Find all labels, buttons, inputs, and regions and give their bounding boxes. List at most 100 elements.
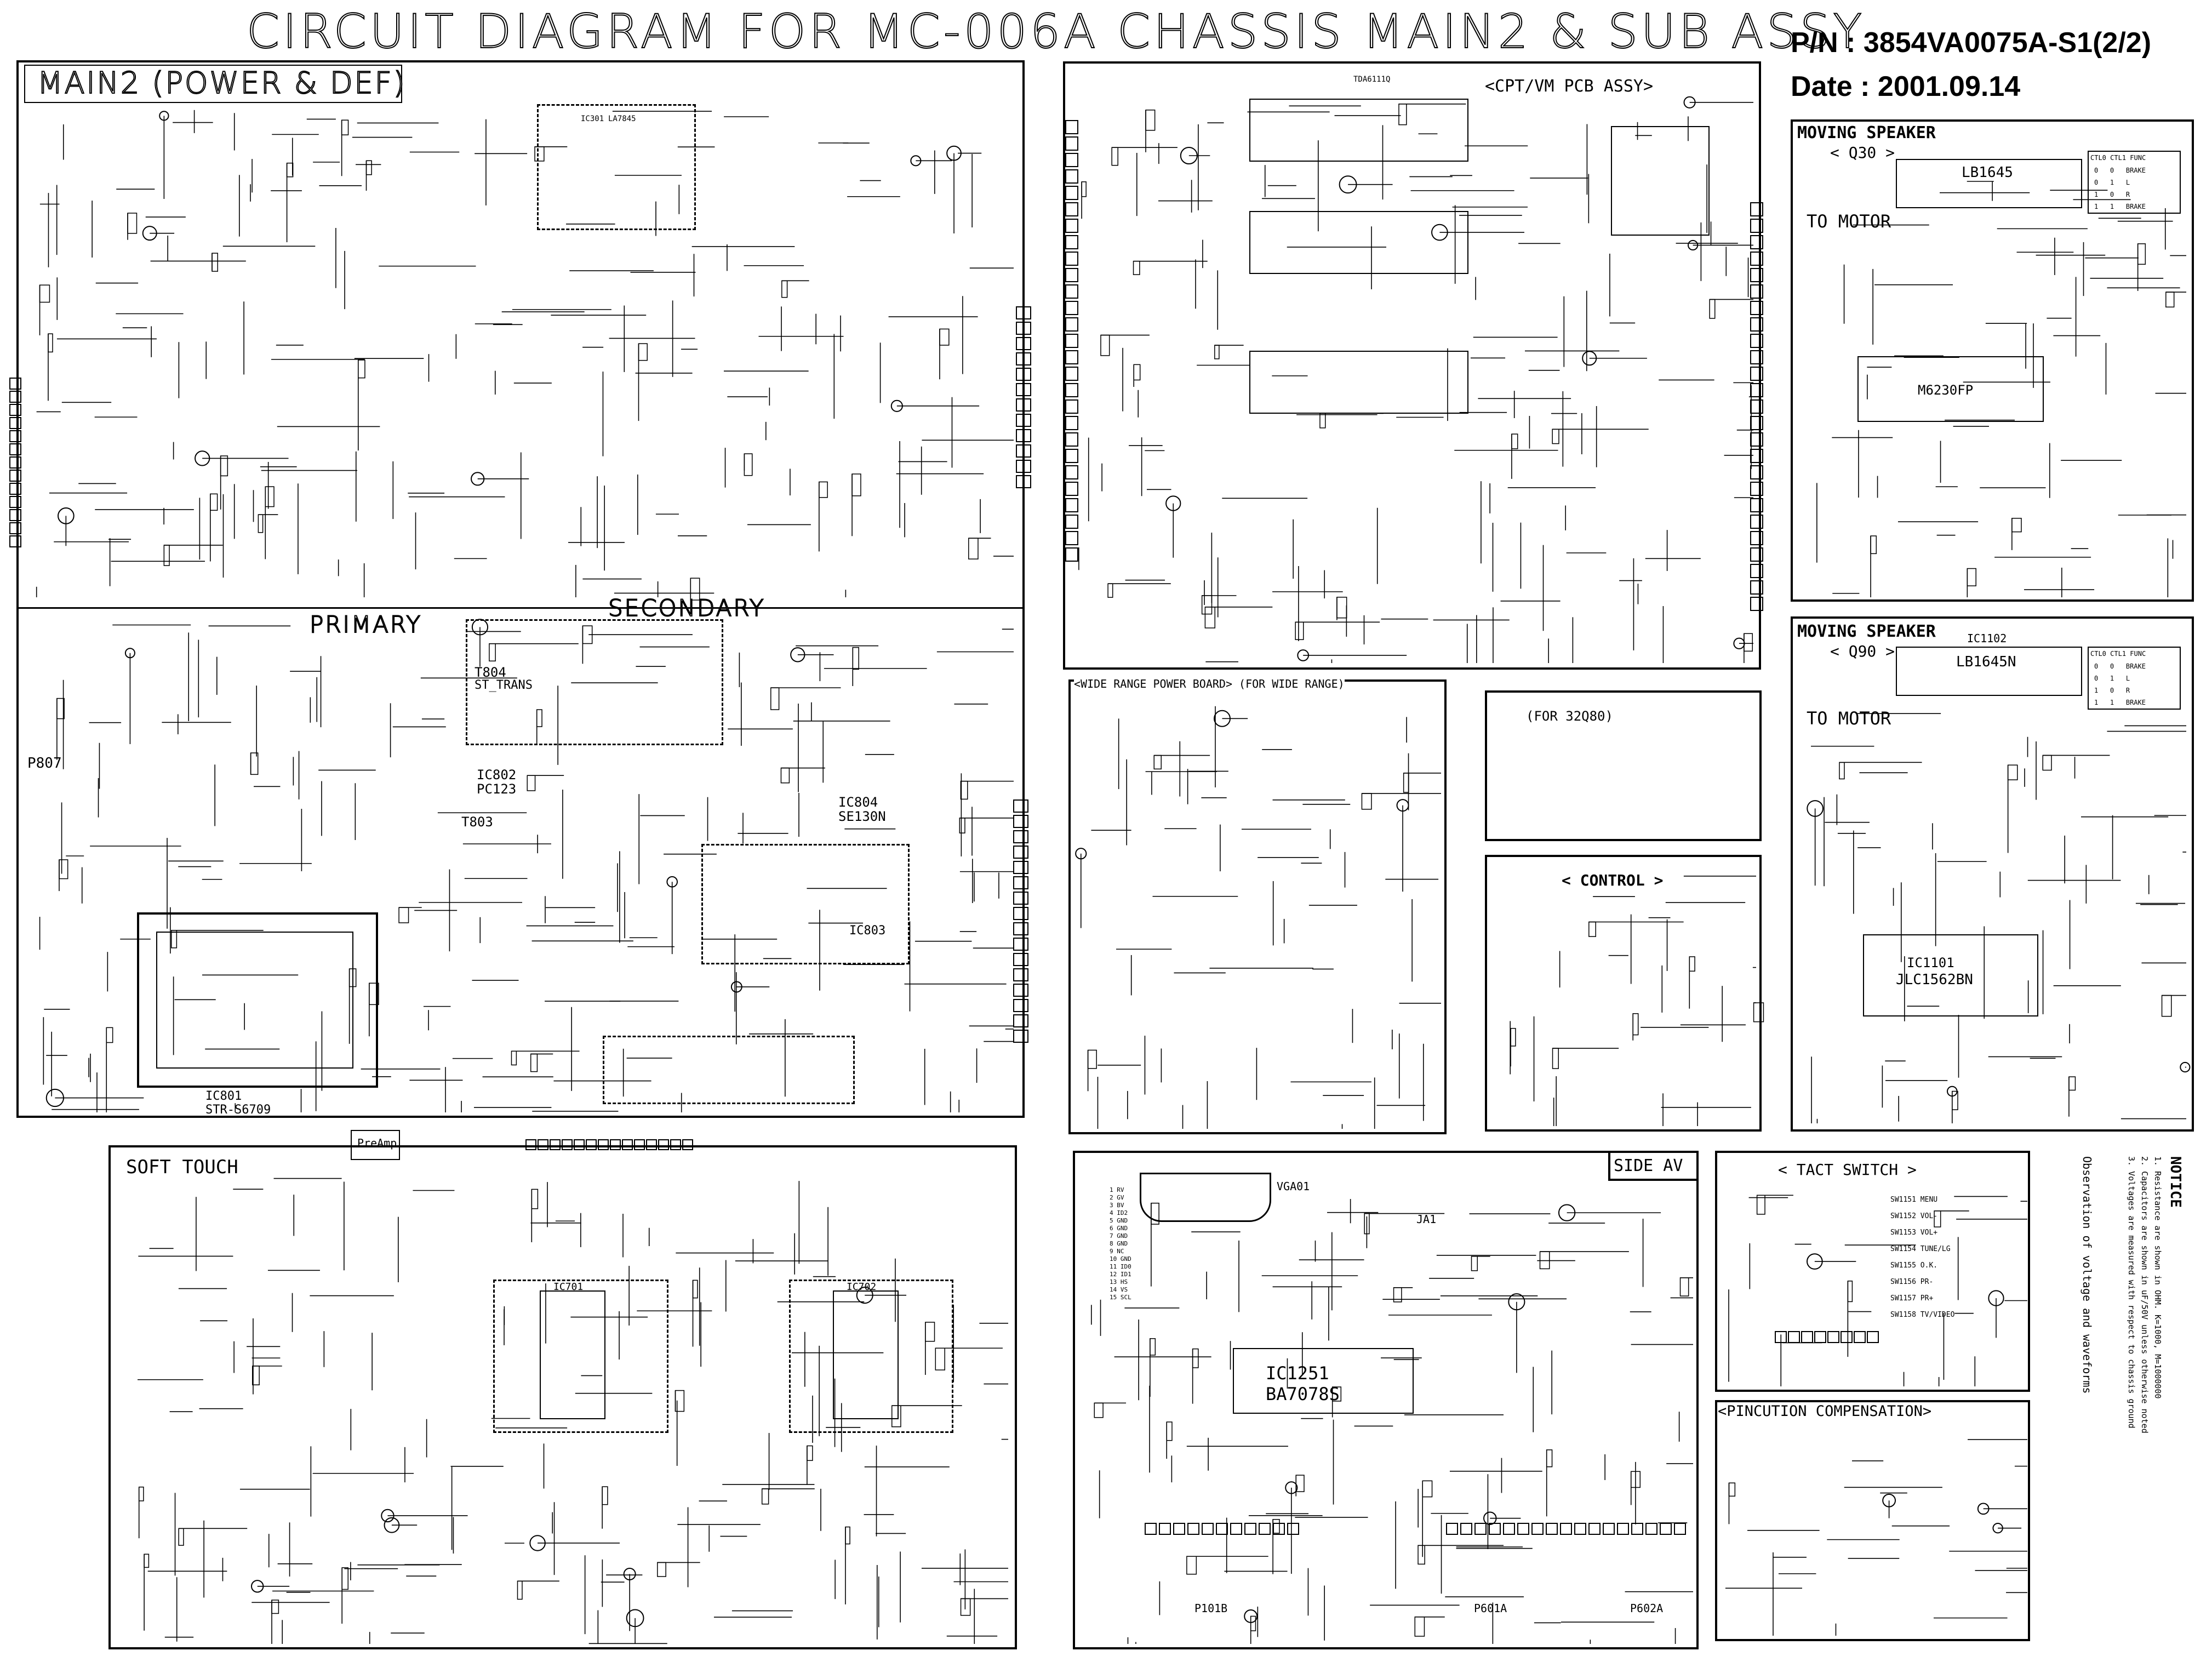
ja1-label: JA1 <box>1416 1213 1437 1226</box>
to-motor-q90: TO MOTOR <box>1807 708 1891 729</box>
main2-label-box <box>24 65 402 103</box>
moving-speaker-q90-section <box>1791 616 2194 1132</box>
m6230fp-label: M6230FP <box>1918 382 1974 398</box>
cpt-vm-pcb-section <box>1063 61 1761 670</box>
side-av-label-box <box>1608 1151 1699 1181</box>
vga-connector <box>1140 1173 1271 1222</box>
jlc1562bn-chip <box>1863 934 2038 1016</box>
moving-speaker-q90-title: MOVING SPEAKER <box>1797 622 1936 641</box>
p601a-label: P601A <box>1474 1602 1507 1615</box>
ba7078s-chip <box>1233 1348 1414 1414</box>
primary-label: PRIMARY <box>309 610 422 638</box>
for-32q80-section <box>1485 690 1762 841</box>
wide-range-label: <WIDE RANGE POWER BOARD> (FOR WIDE RANGE… <box>1074 677 1345 690</box>
wide-range-option-box <box>603 1036 855 1104</box>
tt-q90-row-2: 0 1 L <box>2094 675 2130 682</box>
wide-range-power-section <box>1068 679 1447 1134</box>
secondary-option-box <box>466 619 723 745</box>
tact-switch-section <box>1715 1151 2030 1392</box>
ic802-label: IC802 <box>477 767 517 783</box>
control-label: < CONTROL > <box>1562 871 1664 889</box>
side-av-section <box>1073 1151 1699 1649</box>
moving-speaker-q90-sub: < Q90 > <box>1830 642 1895 660</box>
jlc1562bn-label: JLC1562BN <box>1896 972 1973 988</box>
ic702-chip <box>833 1290 899 1419</box>
main2-power-def-section <box>16 60 1025 1118</box>
ic801-label: IC801 <box>205 1089 242 1103</box>
pincushion-label: <PINCUTION COMPENSATION> <box>1718 1403 1932 1420</box>
lb1645-chip <box>1896 159 2082 208</box>
ic301-dash-box <box>537 104 696 230</box>
preamp-box <box>351 1130 400 1160</box>
ic1101-label: IC1101 <box>1907 955 1954 970</box>
notice-line-1: 1. Resistance are shown in OHM. K=1000, … <box>2153 1156 2163 1399</box>
cpt-vm-label: <CPT/VM PCB ASSY> <box>1485 77 1654 96</box>
ic804-label: IC804 <box>838 795 878 810</box>
t804-label: T804 <box>475 665 506 680</box>
tt-q30-row-1: 0 0 BRAKE <box>2094 167 2146 174</box>
control-section <box>1485 855 1762 1132</box>
soft-touch-dash-2 <box>789 1280 953 1433</box>
ba7078s-label: BA7078S <box>1266 1384 1340 1404</box>
tact-switch-label: < TACT SWITCH > <box>1778 1161 1917 1179</box>
notice-title: NOTICE <box>2167 1156 2184 1208</box>
pincushion-section <box>1715 1400 2030 1641</box>
main2-divider <box>16 607 1025 609</box>
tt-q30-row-3: 1 0 R <box>2094 191 2130 198</box>
ic1251-label: IC1251 <box>1266 1363 1329 1384</box>
soft-touch-section <box>108 1145 1017 1649</box>
secondary-label: SECONDARY <box>608 594 765 622</box>
tt-q30-header: CTL0 CTL1 FUNC <box>2090 154 2146 162</box>
truth-table-q90 <box>2088 647 2181 710</box>
tda6111q-chip-3 <box>1249 351 1468 414</box>
truth-table-q30 <box>2088 151 2181 214</box>
vga01-label: VGA01 <box>1277 1180 1310 1193</box>
notice-block: NOTICE 1. Resistance are shown in OHM. K… <box>2047 1156 2184 1638</box>
tda6111q-chip-1 <box>1249 99 1468 162</box>
tt-q90-header: CTL0 CTL1 FUNC <box>2090 650 2146 658</box>
diagram-title: CIRCUIT DIAGRAM FOR MC-006A CHASSIS MAIN… <box>246 4 1866 60</box>
main2-section-label: MAIN2 (POWER & DEF) <box>37 65 407 101</box>
notice-line-2: 2. Capacitors are shown in uF/50V unless… <box>2140 1156 2150 1433</box>
ic801-part: STR-S6709 <box>205 1103 271 1117</box>
ic801-inner <box>156 932 353 1069</box>
notice-line-4: Observation of voltage and waveforms <box>2080 1156 2094 1394</box>
crt-socket <box>1611 126 1710 236</box>
tt-q90-row-3: 1 0 R <box>2094 687 2130 694</box>
part-number: P/N : 3854VA0075A-S1(2/2) <box>1791 27 2152 59</box>
p101b-label: P101B <box>1194 1602 1228 1615</box>
ic1102-label: IC1102 <box>1967 632 2007 645</box>
pc123-label: PC123 <box>477 781 517 797</box>
for-32q80-label: (FOR 32Q80) <box>1526 709 1613 724</box>
tt-q90-row-1: 0 0 BRAKE <box>2094 662 2146 670</box>
m6230fp-chip <box>1857 356 2044 422</box>
notice-line-3: 3. Voltages are measured with respect to… <box>2127 1156 2136 1429</box>
ic803-label: IC803 <box>849 924 886 938</box>
tda6111q-label: TDA6111Q <box>1353 75 1391 84</box>
lb1645-label: LB1645 <box>1962 164 2013 181</box>
ic801-block <box>137 912 378 1088</box>
p602a-label: P602A <box>1630 1602 1664 1615</box>
lb1645n-label: LB1645N <box>1956 654 2016 670</box>
ic701-label: IC701 <box>553 1281 584 1293</box>
lb1645n-chip <box>1896 647 2082 696</box>
tda6111q-chip-2 <box>1249 211 1468 274</box>
to-motor-q30: TO MOTOR <box>1807 211 1891 232</box>
moving-speaker-q30-section <box>1791 119 2194 602</box>
ic701-chip <box>540 1290 605 1419</box>
se130n-label: SE130N <box>838 809 886 824</box>
preamp-label: PreAmp <box>357 1136 397 1150</box>
moving-speaker-q30-sub: < Q30 > <box>1830 144 1895 162</box>
ic804-option-box <box>701 844 910 964</box>
ic702-label: IC702 <box>847 1281 877 1293</box>
soft-touch-dash-1 <box>493 1280 668 1433</box>
ic301-label: IC301 <box>581 115 604 123</box>
tt-q30-row-4: 1 1 BRAKE <box>2094 203 2146 210</box>
moving-speaker-q30-title: MOVING SPEAKER <box>1797 123 1936 142</box>
p807-label: P807 <box>27 755 62 772</box>
la7845-label: LA7845 <box>608 115 636 123</box>
soft-touch-label: SOFT TOUCH <box>126 1156 238 1178</box>
